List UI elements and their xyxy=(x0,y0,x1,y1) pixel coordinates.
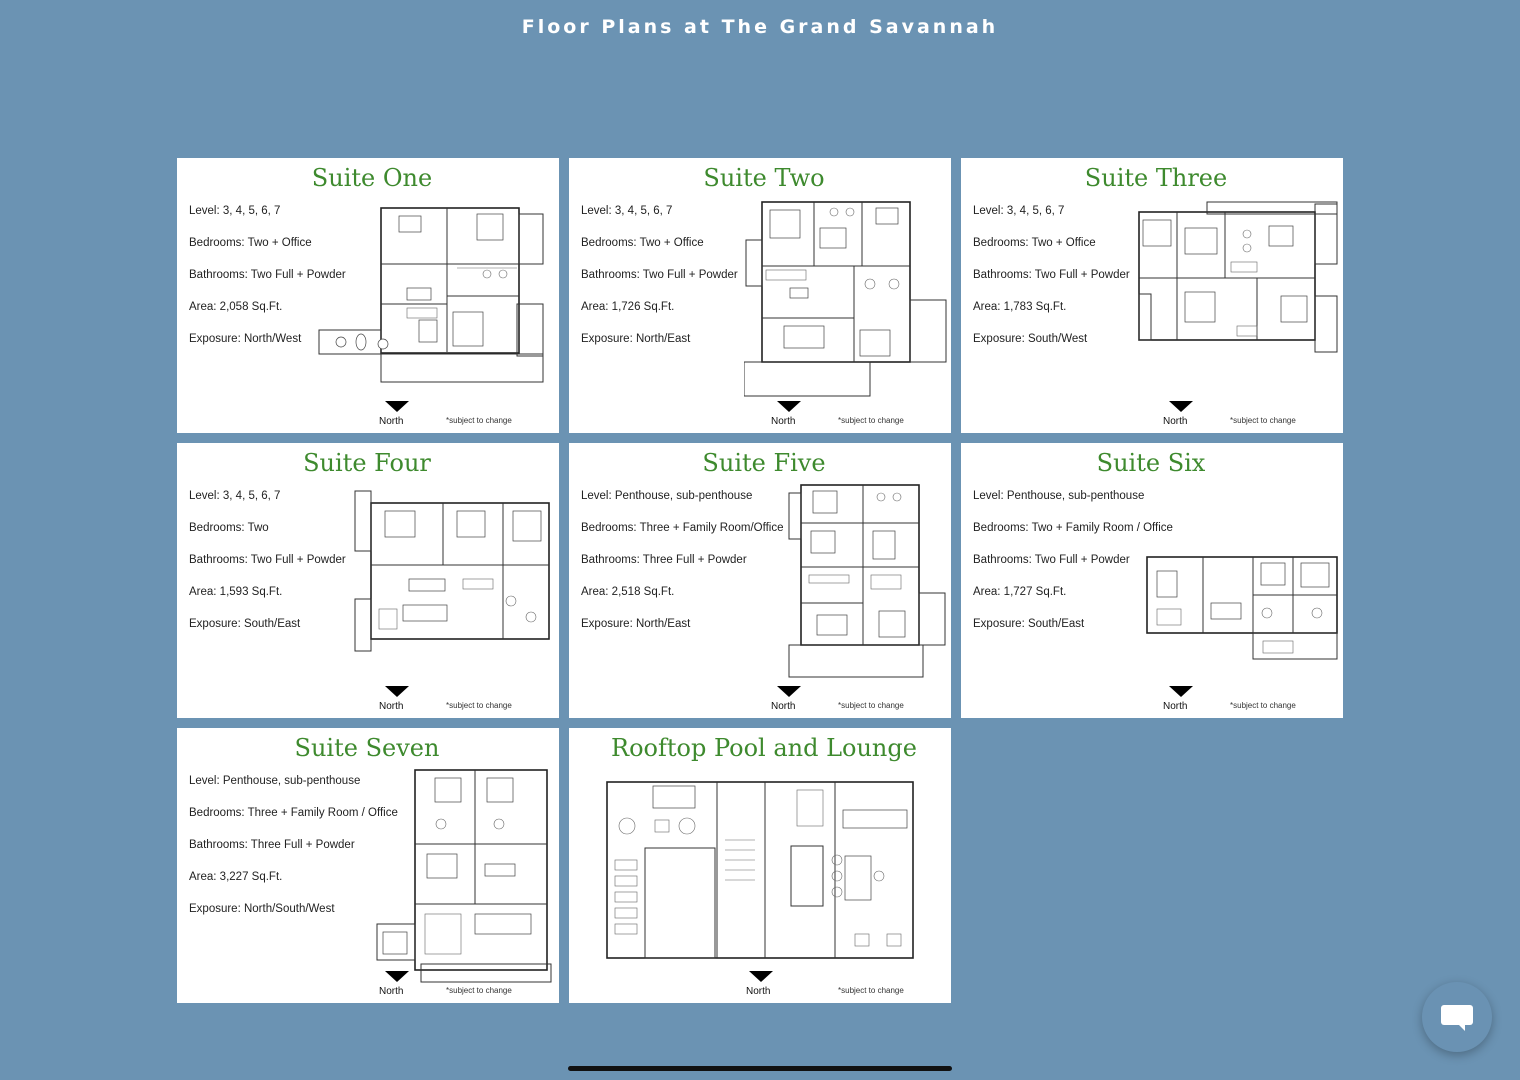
spec-bathrooms: Bathrooms: Two Full + Powder xyxy=(189,554,346,566)
north-arrow-icon xyxy=(1169,401,1193,412)
north-label: North xyxy=(1163,701,1188,712)
suite-card-seven[interactable]: Suite Seven Level: Penthouse, sub-pentho… xyxy=(177,728,559,1003)
suite-title: Rooftop Pool and Lounge xyxy=(611,734,917,762)
spec-area: Area: 1,727 Sq.Ft. xyxy=(973,586,1067,598)
spec-area: Area: 1,726 Sq.Ft. xyxy=(581,301,675,313)
spec-area: Area: 1,783 Sq.Ft. xyxy=(973,301,1067,313)
spec-area: Area: 1,593 Sq.Ft. xyxy=(189,586,283,598)
north-arrow-icon xyxy=(385,971,409,982)
suite-specs: Level: 3, 4, 5, 6, 7 Bedrooms: Two + Off… xyxy=(189,204,346,364)
north-label: North xyxy=(771,416,796,427)
suite-title: Suite One xyxy=(311,164,433,192)
spec-bedrooms: Bedrooms: Two xyxy=(189,522,269,534)
spec-level: Level: 3, 4, 5, 6, 7 xyxy=(189,490,281,502)
spec-exposure: Exposure: South/East xyxy=(189,618,301,630)
north-arrow-icon xyxy=(749,971,773,982)
north-label: North xyxy=(379,986,404,997)
floor-plan-drawing xyxy=(605,780,915,960)
suite-card-two[interactable]: Suite Two Level: 3, 4, 5, 6, 7 Bedrooms:… xyxy=(569,158,951,433)
north-label: North xyxy=(379,416,404,427)
floor-plan-drawing xyxy=(1143,553,1339,663)
home-indicator[interactable] xyxy=(568,1066,952,1071)
floor-plan-drawing xyxy=(375,764,555,984)
subject-to-change-note: *subject to change xyxy=(1230,416,1296,425)
spec-level: Level: Penthouse, sub-penthouse xyxy=(973,490,1145,502)
spec-area: Area: 3,227 Sq.Ft. xyxy=(189,871,283,883)
chat-bubble-icon xyxy=(1441,1005,1473,1025)
suite-specs: Level: 3, 4, 5, 6, 7 Bedrooms: Two + Off… xyxy=(581,204,738,364)
subject-to-change-note: *subject to change xyxy=(1230,701,1296,710)
north-arrow-icon xyxy=(385,401,409,412)
suite-card-rooftop[interactable]: Rooftop Pool and Lounge xyxy=(569,728,951,1003)
chat-bubble-tail xyxy=(1457,1023,1465,1031)
floor-plan-grid: Suite One Level: 3, 4, 5, 6, 7 Bedrooms:… xyxy=(177,158,1343,1004)
subject-to-change-note: *subject to change xyxy=(838,986,904,995)
spec-bathrooms: Bathrooms: Two Full + Powder xyxy=(973,554,1130,566)
spec-level: Level: Penthouse, sub-penthouse xyxy=(189,775,361,787)
suite-title: Suite Five xyxy=(702,449,826,477)
floor-plan-drawing xyxy=(1137,200,1341,360)
suite-card-six[interactable]: Suite Six Level: Penthouse, sub-penthous… xyxy=(961,443,1343,718)
subject-to-change-note: *subject to change xyxy=(838,416,904,425)
spec-bathrooms: Bathrooms: Three Full + Powder xyxy=(581,554,747,566)
chat-button[interactable] xyxy=(1422,982,1492,1052)
subject-to-change-note: *subject to change xyxy=(838,701,904,710)
spec-area: Area: 2,058 Sq.Ft. xyxy=(189,301,283,313)
subject-to-change-note: *subject to change xyxy=(446,416,512,425)
suite-title: Suite Two xyxy=(703,164,825,192)
north-arrow-icon xyxy=(777,401,801,412)
spec-level: Level: Penthouse, sub-penthouse xyxy=(581,490,753,502)
spec-exposure: Exposure: South/East xyxy=(973,618,1085,630)
suite-card-five[interactable]: Suite Five Level: Penthouse, sub-penthou… xyxy=(569,443,951,718)
spec-exposure: Exposure: North/West xyxy=(189,333,302,345)
suite-title: Suite Six xyxy=(1096,449,1206,477)
spec-exposure: Exposure: North/East xyxy=(581,333,691,345)
spec-level: Level: 3, 4, 5, 6, 7 xyxy=(973,205,1065,217)
spec-bedrooms: Bedrooms: Two + Office xyxy=(973,237,1096,249)
spec-level: Level: 3, 4, 5, 6, 7 xyxy=(189,205,281,217)
spec-bedrooms: Bedrooms: Three + Family Room/Office xyxy=(581,522,784,534)
spec-bathrooms: Bathrooms: Two Full + Powder xyxy=(189,269,346,281)
spec-bedrooms: Bedrooms: Two + Office xyxy=(581,237,704,249)
suite-specs: Level: 3, 4, 5, 6, 7 Bedrooms: Two + Off… xyxy=(973,204,1130,364)
suite-title: Suite Three xyxy=(1084,164,1228,192)
suite-specs: Level: Penthouse, sub-penthouse Bedrooms… xyxy=(973,489,1173,649)
suite-specs: Level: Penthouse, sub-penthouse Bedrooms… xyxy=(189,774,398,934)
north-label: North xyxy=(1163,416,1188,427)
suite-title: Suite Four xyxy=(303,449,431,477)
spec-area: Area: 2,518 Sq.Ft. xyxy=(581,586,675,598)
floor-plan-drawing xyxy=(787,483,949,679)
suite-specs: Level: 3, 4, 5, 6, 7 Bedrooms: Two Bathr… xyxy=(189,489,346,649)
floor-plan-drawing xyxy=(744,200,951,400)
floor-plan-drawing xyxy=(353,489,553,655)
north-arrow-icon xyxy=(1169,686,1193,697)
subject-to-change-note: *subject to change xyxy=(446,701,512,710)
spec-bedrooms: Bedrooms: Two + Family Room / Office xyxy=(973,522,1173,534)
north-label: North xyxy=(746,986,771,997)
spec-exposure: Exposure: North/South/West xyxy=(189,903,335,915)
spec-bedrooms: Bedrooms: Three + Family Room / Office xyxy=(189,807,398,819)
spec-bedrooms: Bedrooms: Two + Office xyxy=(189,237,312,249)
suite-card-one[interactable]: Suite One Level: 3, 4, 5, 6, 7 Bedrooms:… xyxy=(177,158,559,433)
spec-level: Level: 3, 4, 5, 6, 7 xyxy=(581,205,673,217)
spec-bathrooms: Bathrooms: Three Full + Powder xyxy=(189,839,355,851)
suite-card-four[interactable]: Suite Four Level: 3, 4, 5, 6, 7 Bedrooms… xyxy=(177,443,559,718)
subject-to-change-note: *subject to change xyxy=(446,986,512,995)
suite-card-three[interactable]: Suite Three Level: 3, 4, 5, 6, 7 Bedroom… xyxy=(961,158,1343,433)
spec-exposure: Exposure: South/West xyxy=(973,333,1088,345)
spec-exposure: Exposure: North/East xyxy=(581,618,691,630)
page-title: Floor Plans at The Grand Savannah xyxy=(521,16,999,38)
suite-specs: Level: Penthouse, sub-penthouse Bedrooms… xyxy=(581,489,784,649)
north-arrow-icon xyxy=(777,686,801,697)
spec-bathrooms: Bathrooms: Two Full + Powder xyxy=(581,269,738,281)
north-label: North xyxy=(379,701,404,712)
spec-bathrooms: Bathrooms: Two Full + Powder xyxy=(973,269,1130,281)
suite-title: Suite Seven xyxy=(294,734,440,762)
north-label: North xyxy=(771,701,796,712)
floor-plan-drawing xyxy=(317,204,547,384)
north-arrow-icon xyxy=(385,686,409,697)
